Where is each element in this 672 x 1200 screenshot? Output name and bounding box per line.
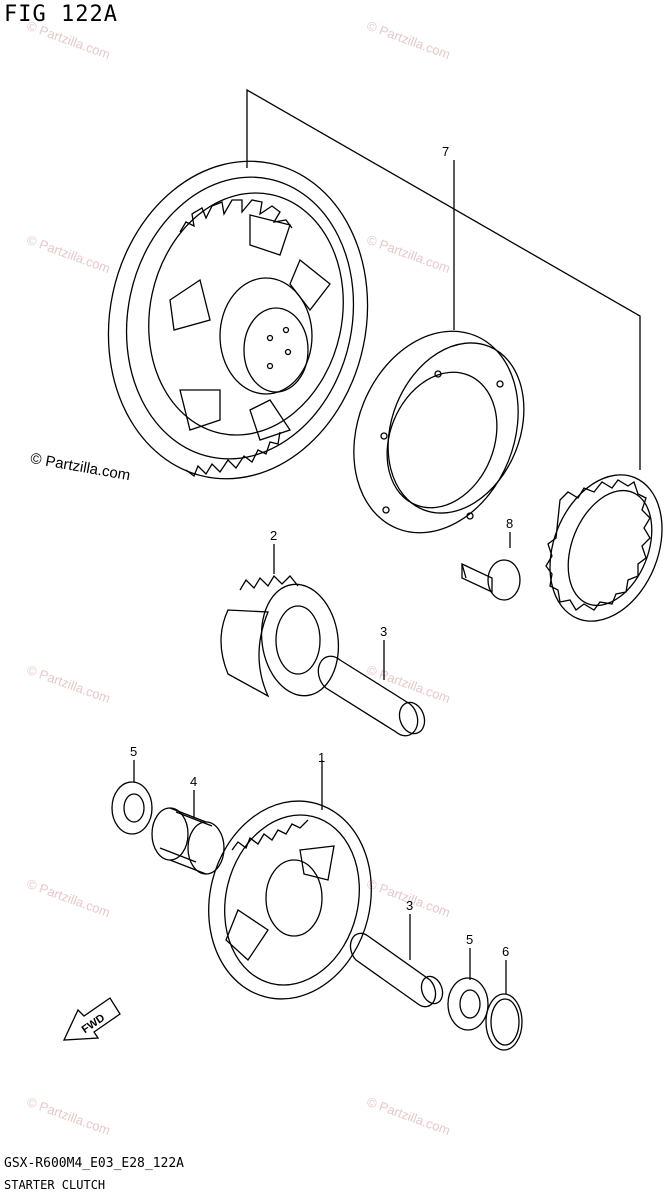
bolt-part-8: [461, 532, 521, 601]
callout-2: 2: [270, 528, 277, 543]
washer-part-5-upper: [111, 760, 153, 835]
one-way-clutch-cage: [545, 474, 663, 622]
callout-4: 4: [190, 774, 197, 789]
starter-driven-gear: [107, 160, 369, 480]
callout-8: 8: [506, 516, 513, 531]
section-name: STARTER CLUTCH: [4, 1178, 106, 1192]
callout-3-lower: 3: [406, 898, 413, 913]
idler-shaft-part-3-upper: [317, 640, 426, 737]
callout-5-upper: 5: [130, 744, 137, 759]
callout-5-lower: 5: [466, 932, 473, 947]
clutch-housing-part-7: [353, 330, 525, 534]
circlip-part-6: [485, 960, 523, 1051]
callout-7: 7: [442, 144, 449, 159]
idle-shaft-part-3-lower: [349, 914, 444, 1008]
forward-direction-arrow: [62, 997, 121, 1041]
assembly-bracket-line: [246, 88, 641, 470]
starter-idle-gear-part-1: [208, 760, 372, 1000]
callout-6: 6: [502, 944, 509, 959]
washer-part-5-lower: [447, 948, 489, 1031]
needle-bearing-part-4: [151, 790, 225, 875]
callout-3-upper: 3: [380, 624, 387, 639]
model-code: GSX-R600M4_E03_E28_122A: [4, 1156, 185, 1171]
figure-title: FIG 122A: [4, 2, 118, 27]
idler-gear-part-2: [220, 544, 340, 698]
callout-1: 1: [318, 750, 325, 765]
